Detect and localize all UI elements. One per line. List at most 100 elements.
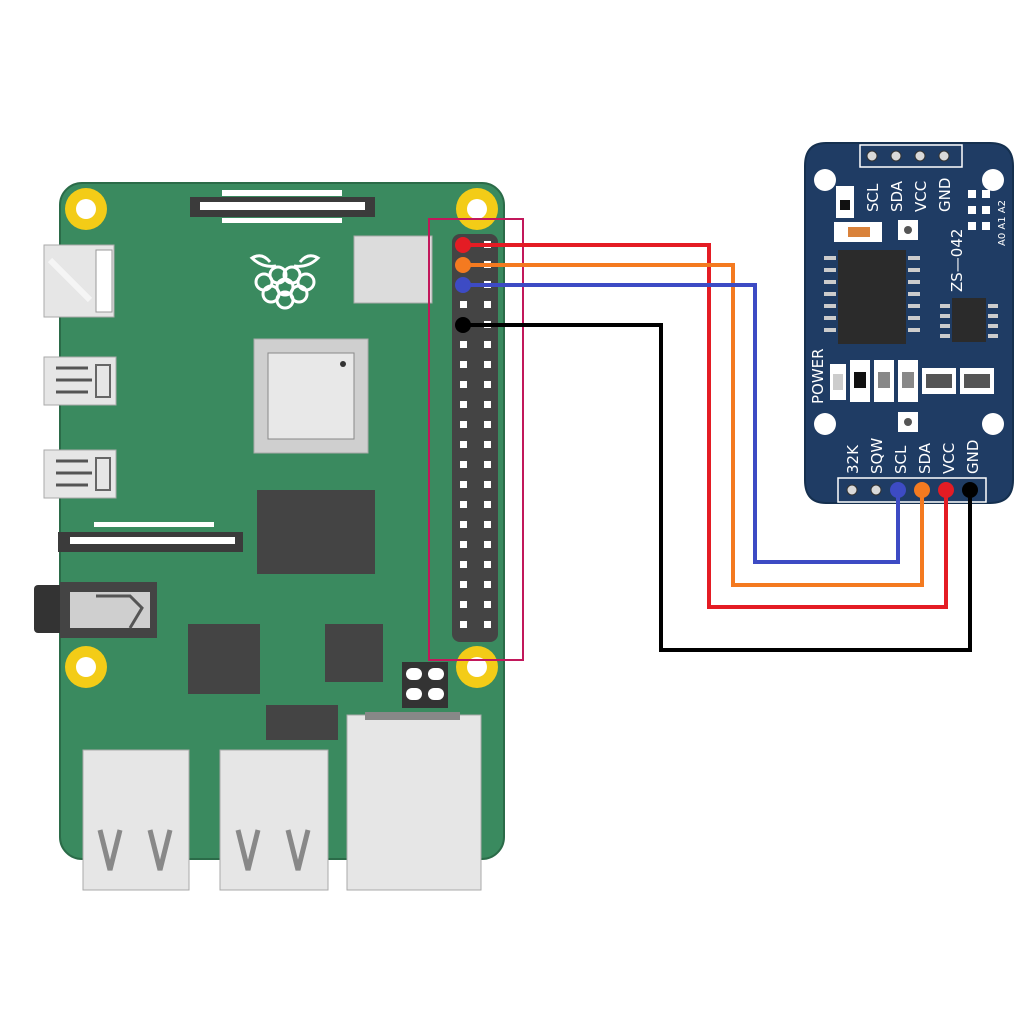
gpio-pin xyxy=(484,521,491,528)
ethernet-controller-chip xyxy=(325,624,383,682)
mount-hole xyxy=(456,188,498,230)
address-jumpers xyxy=(968,190,990,230)
wire-endpoint xyxy=(455,237,471,253)
rtc-chip xyxy=(824,250,920,344)
power-label: POWER xyxy=(809,348,827,404)
mount-hole xyxy=(65,188,107,230)
gpio-pin xyxy=(460,401,467,408)
wire-red-vcc xyxy=(463,243,948,609)
bottom-pin-label: SCL xyxy=(892,445,910,474)
bottom-pin-label: SQW xyxy=(868,438,886,474)
module-pad-via xyxy=(904,226,912,234)
gpio-pin xyxy=(484,441,491,448)
module-pad-via xyxy=(904,418,912,426)
gpio-pin xyxy=(484,481,491,488)
gpio-pin xyxy=(460,421,467,428)
wires xyxy=(463,243,972,652)
gpio-pin xyxy=(484,501,491,508)
gpio-pin xyxy=(460,381,467,388)
module-pin xyxy=(870,484,882,496)
gpio-pin xyxy=(460,361,467,368)
gpio-pin xyxy=(484,461,491,468)
wire-orange-sda xyxy=(463,263,924,587)
wire-endpoint xyxy=(455,257,471,273)
module-resistors xyxy=(830,360,994,402)
top-pin-label: SDA xyxy=(888,180,906,212)
usb-port xyxy=(82,749,190,891)
raspberry-pi-board xyxy=(34,182,524,891)
module-bottom-header xyxy=(837,477,987,503)
top-pin-label: GND xyxy=(936,178,954,212)
gpio-pin xyxy=(484,341,491,348)
gpio-pin xyxy=(484,361,491,368)
module-mount-hole xyxy=(982,413,1004,435)
gpio-pin xyxy=(484,581,491,588)
bottom-pin-label: 32K xyxy=(844,444,862,474)
gpio-pin xyxy=(484,401,491,408)
gpio-header xyxy=(428,218,524,661)
module-pin xyxy=(846,484,858,496)
gpio-pin xyxy=(484,301,491,308)
ethernet-port xyxy=(346,712,482,891)
ram-chip xyxy=(257,490,375,574)
bottom-pin-label: GND xyxy=(964,440,982,474)
gpio-pin xyxy=(484,621,491,628)
gpio-pin xyxy=(460,481,467,488)
address-label: A0 A1 A2 xyxy=(997,200,1008,246)
gpio-pin xyxy=(484,601,491,608)
gpio-pin xyxy=(484,561,491,568)
micro-hdmi-port xyxy=(43,356,117,406)
gpio-pin xyxy=(484,541,491,548)
gpio-pin xyxy=(460,441,467,448)
gpio-pin xyxy=(484,381,491,388)
gpio-pin xyxy=(460,521,467,528)
gpio-pin xyxy=(460,501,467,508)
gpio-pin xyxy=(460,561,467,568)
wire-endpoint xyxy=(938,482,954,498)
bottom-pin-label: SDA xyxy=(916,442,934,474)
micro-hdmi-port xyxy=(43,449,117,499)
eeprom-chip xyxy=(940,298,998,342)
top-pin-label: VCC xyxy=(912,181,930,212)
gpio-pin xyxy=(460,541,467,548)
module-name: ZS—042 xyxy=(948,229,966,292)
gpio-pin xyxy=(460,301,467,308)
module-mount-hole xyxy=(814,169,836,191)
rtc-module: SCL SDA VCC GND A0 A1 A2 ZS—042 xyxy=(804,142,1014,504)
wire-endpoint xyxy=(914,482,930,498)
mount-hole xyxy=(456,646,498,688)
gpio-pin xyxy=(460,461,467,468)
gpio-pin xyxy=(484,421,491,428)
soc-chip xyxy=(253,338,369,454)
usb-c-port xyxy=(43,244,115,318)
raspberry-logo-icon xyxy=(249,254,321,310)
module-top-header xyxy=(859,144,963,168)
wire-endpoint xyxy=(890,482,906,498)
module-component xyxy=(840,200,850,210)
usb-controller-chip xyxy=(188,624,260,694)
mount-hole xyxy=(65,646,107,688)
gpio-pin xyxy=(460,601,467,608)
wire-black-gnd xyxy=(463,323,972,652)
bottom-pin-label: VCC xyxy=(940,443,958,474)
gpio-pin xyxy=(460,581,467,588)
module-mount-hole xyxy=(982,169,1004,191)
module-diode-body xyxy=(848,227,870,237)
gpio-pin xyxy=(460,341,467,348)
wire-endpoint xyxy=(455,317,471,333)
usb-port xyxy=(219,749,329,891)
camera-connector xyxy=(58,522,243,552)
audio-jack xyxy=(34,582,157,638)
gpio-header-highlight xyxy=(428,218,524,661)
wire-endpoint xyxy=(962,482,978,498)
wire-endpoint xyxy=(455,277,471,293)
wire-blue-scl xyxy=(463,283,900,564)
pmic-chip xyxy=(266,705,338,740)
poe-header xyxy=(402,662,448,708)
gpio-pin xyxy=(460,621,467,628)
display-connector xyxy=(190,190,375,223)
module-mount-hole xyxy=(814,413,836,435)
top-pin-label: SCL xyxy=(864,183,882,212)
wifi-module xyxy=(353,235,433,304)
